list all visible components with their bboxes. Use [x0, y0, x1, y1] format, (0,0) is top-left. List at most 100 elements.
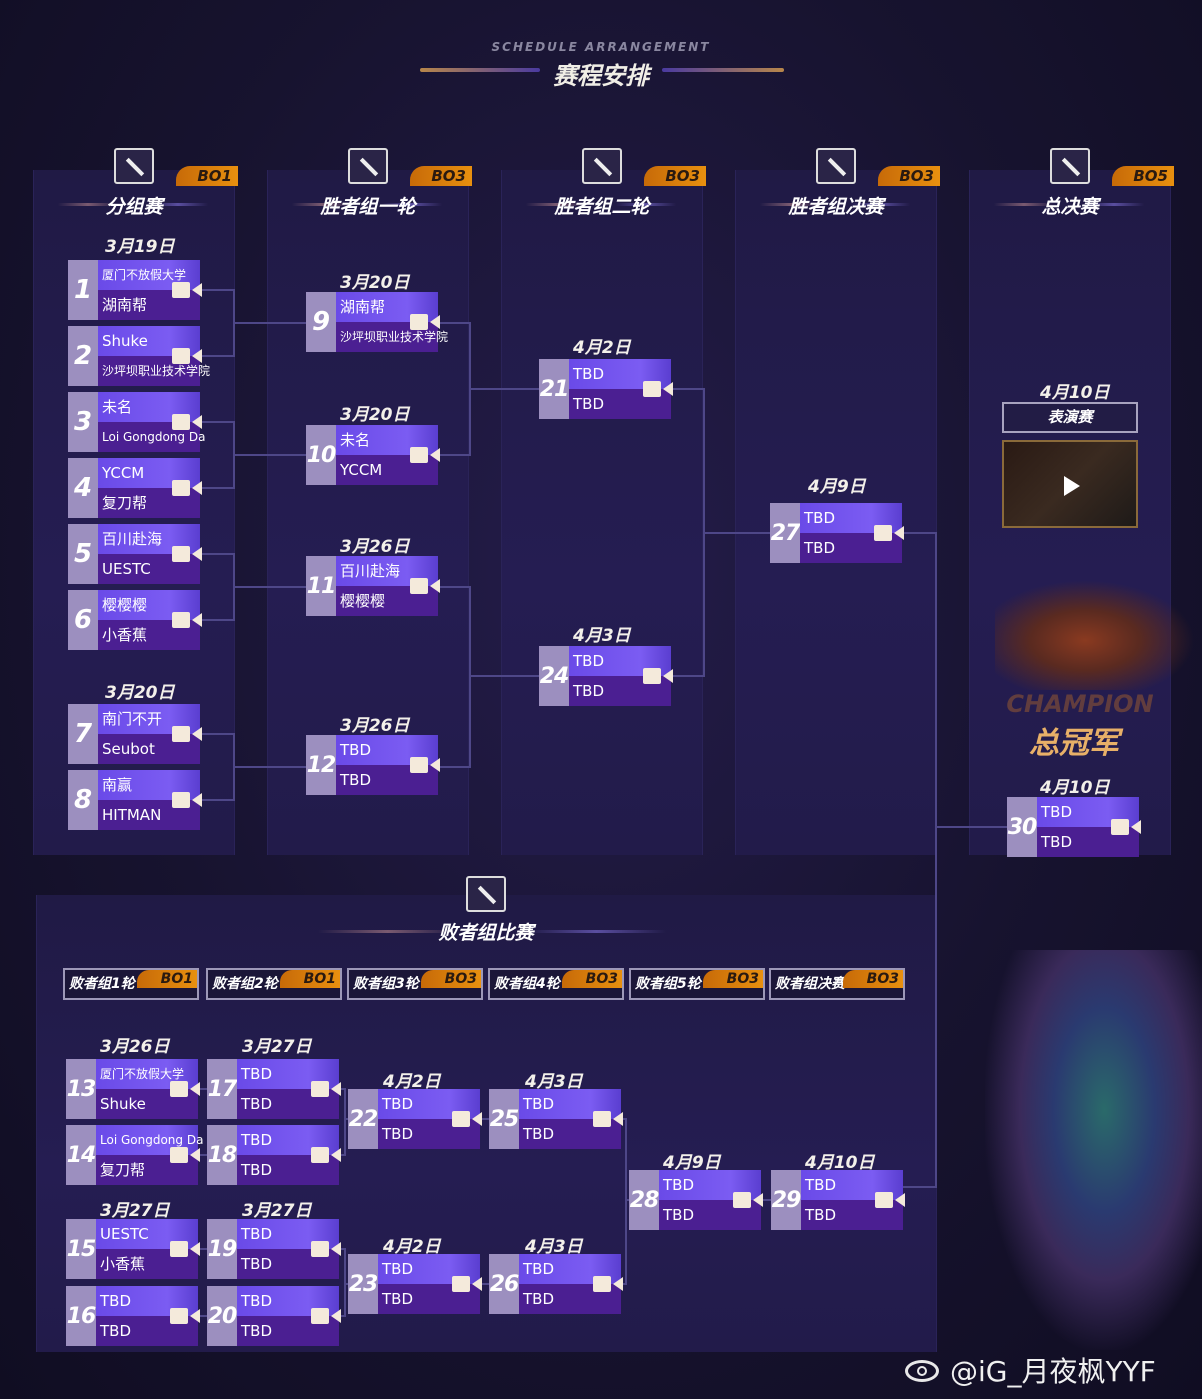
video-camera-icon[interactable]	[410, 578, 440, 594]
video-camera-icon[interactable]	[172, 348, 202, 364]
video-camera-icon[interactable]	[311, 1081, 341, 1097]
round-name: 败者组1轮	[69, 976, 135, 992]
video-camera-icon[interactable]	[172, 282, 202, 298]
showmatch-video[interactable]	[1002, 440, 1138, 528]
team-1[interactable]: UESTC	[96, 1219, 198, 1249]
round-name: 败者组4轮	[494, 976, 560, 992]
dota-book-icon	[114, 148, 154, 184]
bo-badge: BO3	[644, 166, 706, 186]
team-1[interactable]: TBD	[237, 1219, 339, 1249]
video-camera-icon[interactable]	[170, 1147, 200, 1163]
dota-book-icon	[466, 876, 506, 912]
play-icon[interactable]	[1064, 476, 1080, 496]
match-number: 14	[66, 1125, 96, 1185]
video-camera-icon[interactable]	[170, 1308, 200, 1324]
video-camera-icon[interactable]	[170, 1241, 200, 1257]
team-2[interactable]: Seubot	[98, 734, 200, 764]
match-date: 3月26日	[340, 537, 410, 557]
video-camera-icon[interactable]	[593, 1276, 623, 1292]
video-camera-icon[interactable]	[1111, 819, 1141, 835]
video-camera-icon[interactable]	[593, 1111, 623, 1127]
team-2[interactable]: 复刀帮	[98, 488, 200, 518]
video-camera-icon[interactable]	[311, 1308, 341, 1324]
team-2[interactable]: HITMAN	[98, 800, 200, 830]
match-number: 26	[489, 1254, 519, 1314]
team-1[interactable]: 樱樱樱	[98, 590, 200, 620]
match-number: 4	[68, 458, 98, 518]
video-camera-icon[interactable]	[733, 1192, 763, 1208]
match-number: 21	[539, 359, 569, 419]
video-camera-icon[interactable]	[172, 792, 202, 808]
video-camera-icon[interactable]	[170, 1081, 200, 1097]
video-camera-icon[interactable]	[172, 414, 202, 430]
video-camera-icon[interactable]	[172, 546, 202, 562]
team-2[interactable]: 樱樱樱	[336, 586, 438, 616]
team-2[interactable]: TBD	[237, 1249, 339, 1279]
match-number: 5	[68, 524, 98, 584]
video-camera-icon[interactable]	[410, 314, 440, 330]
video-camera-icon[interactable]	[172, 726, 202, 742]
column-panel	[501, 170, 703, 855]
video-camera-icon[interactable]	[452, 1276, 482, 1292]
team-1[interactable]: TBD	[378, 1254, 480, 1284]
video-camera-icon[interactable]	[875, 1192, 905, 1208]
match-date: 4月2日	[383, 1072, 441, 1092]
video-camera-icon[interactable]	[643, 381, 673, 397]
team-1[interactable]: TBD	[237, 1059, 339, 1089]
team-1[interactable]: YCCM	[98, 458, 200, 488]
watermark: @iG_月夜枫YYF	[950, 1355, 1156, 1388]
video-camera-icon[interactable]	[874, 525, 904, 541]
team-2[interactable]: UESTC	[98, 554, 200, 584]
team-2[interactable]: TBD	[569, 389, 671, 419]
match-number: 28	[629, 1170, 659, 1230]
video-camera-icon[interactable]	[172, 612, 202, 628]
bo-badge: BO3	[843, 970, 903, 988]
video-camera-icon[interactable]	[410, 757, 440, 773]
team-2[interactable]: TBD	[237, 1155, 339, 1185]
video-camera-icon[interactable]	[311, 1147, 341, 1163]
video-camera-icon[interactable]	[311, 1241, 341, 1257]
match-number: 10	[306, 425, 336, 485]
match-date: 4月2日	[383, 1237, 441, 1257]
team-2[interactable]: 沙坪坝职业技术学院	[336, 322, 448, 352]
video-camera-icon[interactable]	[172, 480, 202, 496]
video-camera-icon[interactable]	[410, 447, 440, 463]
video-camera-icon[interactable]	[643, 668, 673, 684]
match-date: 4月10日	[805, 1153, 875, 1173]
team-1[interactable]: 南赢	[98, 770, 200, 800]
team-1[interactable]: TBD	[336, 735, 438, 765]
video-camera-icon[interactable]	[452, 1111, 482, 1127]
